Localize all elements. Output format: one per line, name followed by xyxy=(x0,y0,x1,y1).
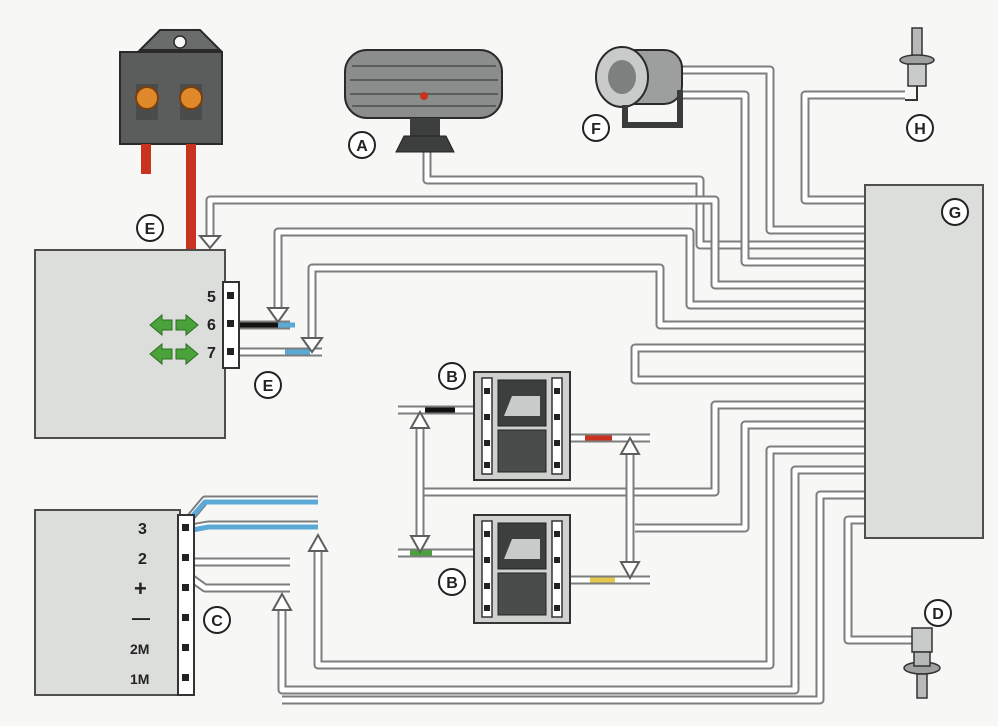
siren-icon xyxy=(595,46,683,128)
callout-label: F xyxy=(591,121,601,138)
pin-label: 1M xyxy=(130,671,149,687)
pin-label: 3 xyxy=(138,521,147,538)
switch-icon xyxy=(473,514,571,624)
callout-label: C xyxy=(211,613,223,630)
callout-label: D xyxy=(932,606,944,623)
pin-label: — xyxy=(132,608,150,628)
callout-label: B xyxy=(446,369,458,386)
pin-label: 5 xyxy=(207,289,216,306)
callout-label: H xyxy=(914,121,926,138)
module-g xyxy=(864,184,984,539)
pin-label: 2 xyxy=(138,551,147,568)
callout-d: D xyxy=(924,599,952,627)
callout-e1: E xyxy=(136,214,164,242)
callout-b2: B xyxy=(438,568,466,596)
callout-h: H xyxy=(906,114,934,142)
pin-label: 7 xyxy=(207,345,216,362)
module-e xyxy=(34,249,226,439)
callout-label: E xyxy=(263,378,274,395)
module-c-connector xyxy=(177,514,195,696)
callout-f: F xyxy=(582,114,610,142)
callout-a: A xyxy=(348,131,376,159)
callout-label: B xyxy=(446,575,458,592)
pin-label: 6 xyxy=(207,317,216,334)
module-e-connector xyxy=(222,281,240,369)
callout-e2: E xyxy=(254,371,282,399)
callout-label: E xyxy=(145,221,156,238)
indicator-arrows xyxy=(149,313,199,366)
callout-label: G xyxy=(949,205,961,222)
callout-label: A xyxy=(356,138,368,155)
pin-label: + xyxy=(134,576,147,601)
pin-label: 2M xyxy=(130,641,149,657)
callout-g: G xyxy=(941,198,969,226)
callout-b1: B xyxy=(438,362,466,390)
connector-d xyxy=(903,627,941,699)
callout-c: C xyxy=(203,606,231,634)
module-c xyxy=(34,509,181,696)
wire-harness xyxy=(176,65,912,705)
switch-icon xyxy=(473,371,571,481)
sensor-icon xyxy=(344,49,503,153)
relay-icon xyxy=(119,29,223,249)
connector-h xyxy=(899,27,935,101)
arrow-icon xyxy=(197,235,641,611)
